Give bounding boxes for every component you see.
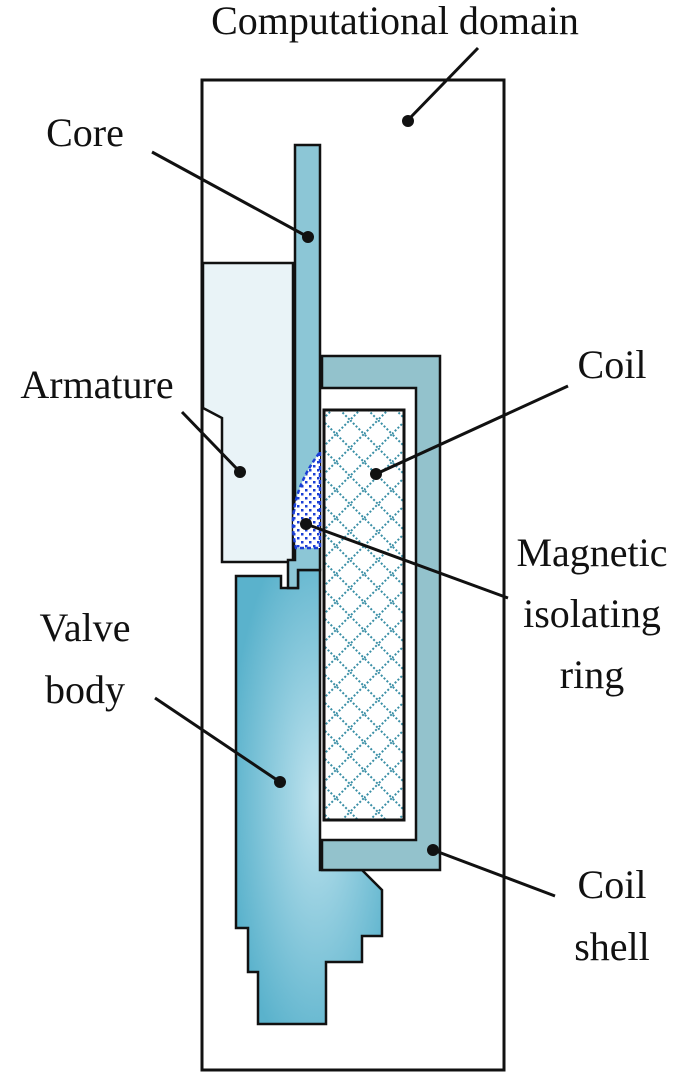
computational-domain-boundary (200, 78, 506, 1072)
armature-leader-dot (234, 466, 246, 478)
coil-shell (320, 354, 442, 872)
leader-lines (151, 46, 569, 898)
coil-shell-leader-line (432, 848, 556, 898)
label-computational-domain: Computational domain (211, 0, 579, 43)
label-coil: Coil (578, 342, 647, 387)
label-shell-line1: Coil (578, 862, 647, 907)
label-armature: Armature (20, 362, 173, 407)
coil (322, 408, 406, 822)
valve-body-leader-dot (274, 776, 286, 788)
valve-body-leader-line (154, 696, 281, 784)
label-magnetic-line3: ring (560, 652, 624, 697)
magnetic-ring-leader-line (305, 522, 509, 600)
label-magnetic-line1: Magnetic (516, 530, 667, 575)
armature-leader-line (180, 410, 242, 474)
domain-leader-line (406, 46, 480, 122)
leader-dots (234, 115, 439, 856)
coil-shell-leader-dot (427, 844, 439, 856)
armature (201, 261, 295, 564)
label-shell-line2: shell (574, 924, 650, 969)
magnetic-ring-leader-dot (300, 518, 312, 530)
label-core: Core (46, 110, 124, 155)
core-leader-dot (302, 231, 314, 243)
label-valve-line1: Valve (39, 605, 130, 650)
label-valve-line2: body (45, 667, 125, 712)
domain-leader-dot (402, 115, 414, 127)
coil-leader-dot (370, 468, 382, 480)
label-magnetic-line2: isolating (523, 591, 661, 636)
magnetic-isolating-ring (291, 448, 322, 550)
coil-leader-line (375, 384, 569, 476)
core-leader-line (151, 150, 309, 239)
